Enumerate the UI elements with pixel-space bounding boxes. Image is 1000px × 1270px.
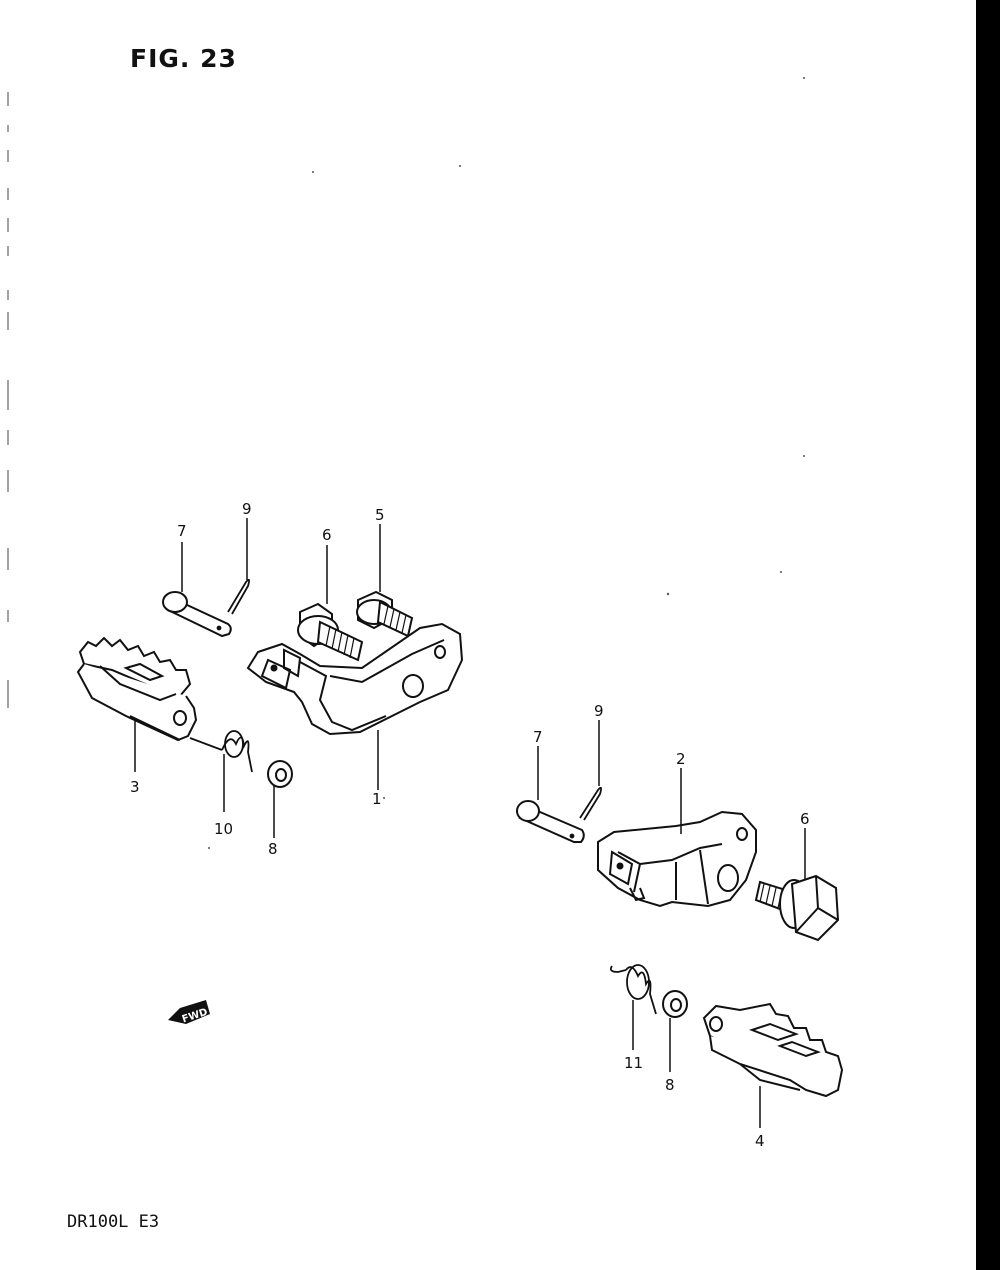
callout-11: 11 <box>624 1054 643 1072</box>
flange-bolt-5 <box>356 590 414 638</box>
callout-3: 3 <box>130 778 140 796</box>
cotter-pin-right <box>579 786 603 821</box>
callout-1: 1 <box>372 790 382 808</box>
callout-6-right: 6 <box>800 810 810 828</box>
model-code: DR100L E3 <box>67 1212 160 1232</box>
callout-9-left: 9 <box>242 500 252 518</box>
footrest-left <box>76 636 198 742</box>
callout-10: 10 <box>214 820 233 838</box>
footrest-bracket-right <box>597 810 757 908</box>
scan-edge-border <box>976 0 1000 1270</box>
washer-right <box>662 990 688 1018</box>
callout-7-right: 7 <box>533 728 543 746</box>
cotter-pin-left <box>227 578 251 615</box>
scan-specks <box>208 77 805 849</box>
figure-title: FIG. 23 <box>130 44 237 73</box>
flange-bolt-6-left <box>297 602 364 662</box>
clevis-pin-right <box>516 800 585 843</box>
callout-8-left: 8 <box>268 840 278 858</box>
callout-6-left: 6 <box>322 526 332 544</box>
callout-5: 5 <box>375 506 385 524</box>
washer-left <box>267 760 293 788</box>
callout-2: 2 <box>676 750 686 768</box>
forward-direction-badge: FWD <box>168 1000 210 1025</box>
callout-7-left: 7 <box>177 522 187 540</box>
callout-numbers: 7 9 6 5 3 10 8 1 7 9 2 6 11 8 4 <box>130 500 810 1150</box>
callout-4: 4 <box>755 1132 765 1150</box>
callout-9-right: 9 <box>594 702 604 720</box>
spring-right <box>609 964 657 1015</box>
clevis-pin-left <box>162 591 232 638</box>
callout-8-right: 8 <box>665 1076 675 1094</box>
leader-lines <box>134 518 806 1128</box>
footrest-right <box>702 1002 844 1098</box>
flange-bolt-6-right <box>754 874 840 942</box>
footrest-bracket-left <box>246 622 464 736</box>
spring-left <box>189 730 253 773</box>
